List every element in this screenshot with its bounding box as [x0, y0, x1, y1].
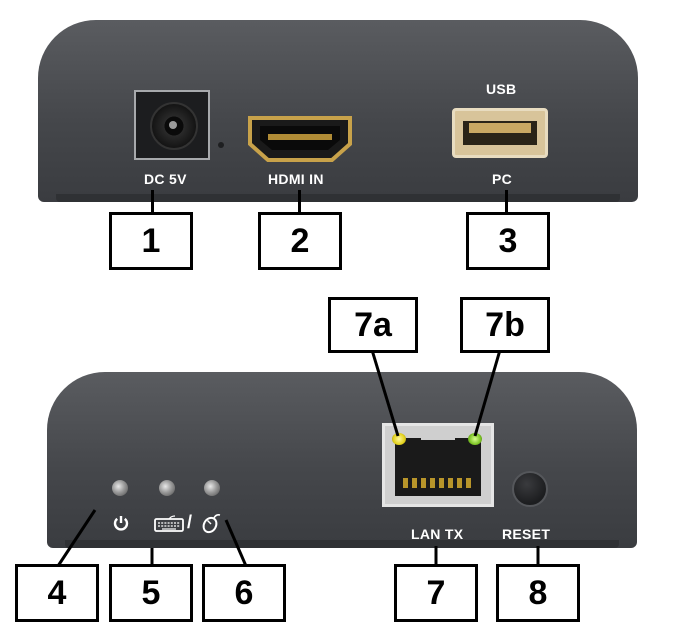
callout-7: 7	[394, 564, 478, 622]
callout-line-3	[505, 190, 508, 214]
lan-led-yellow	[392, 433, 406, 445]
dc-jack-pin	[169, 121, 177, 129]
dc-power-jack	[134, 90, 210, 160]
usb-port-tongue	[469, 123, 531, 133]
keyboard-led	[159, 480, 175, 496]
mouse-led	[204, 480, 220, 496]
usb-label: USB	[486, 81, 517, 97]
callout-7a: 7a	[328, 297, 418, 353]
rj45-contacts	[403, 478, 473, 488]
power-led	[112, 480, 128, 496]
callout-2: 2	[258, 212, 342, 270]
dc-label: DC 5V	[144, 171, 187, 187]
hdmi-port	[248, 116, 352, 162]
callout-4: 4	[15, 564, 99, 622]
lan-tx-label: LAN TX	[411, 526, 464, 542]
reset-button[interactable]	[512, 471, 548, 507]
callout-7b: 7b	[460, 297, 550, 353]
hdmi-label: HDMI IN	[268, 171, 324, 187]
reset-label: RESET	[502, 526, 551, 542]
mouse-icon	[202, 514, 221, 534]
pc-label: PC	[492, 171, 513, 187]
power-icon	[113, 516, 129, 531]
slash-separator: /	[187, 512, 193, 532]
lan-led-green	[468, 433, 482, 445]
callout-line-1	[151, 190, 154, 214]
callout-5: 5	[109, 564, 193, 622]
callout-8: 8	[496, 564, 580, 622]
bottom-device-panel	[47, 372, 637, 548]
callout-3: 3	[466, 212, 550, 270]
keyboard-icon	[154, 515, 184, 532]
callout-line-2	[298, 190, 301, 214]
usb-port	[452, 108, 548, 158]
callout-6: 6	[202, 564, 286, 622]
rj45-latch-tab	[421, 426, 455, 440]
pinhole	[218, 142, 224, 148]
callout-1: 1	[109, 212, 193, 270]
